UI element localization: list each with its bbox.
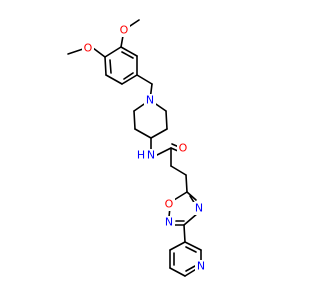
nitrogen-atom-label: N <box>165 216 173 229</box>
bond <box>169 241 186 251</box>
nitrogen-atom-label: N <box>146 94 154 107</box>
bond <box>156 147 172 156</box>
bond <box>109 59 112 74</box>
bond <box>92 47 106 58</box>
atom-label-bg <box>195 260 207 273</box>
atom-label-bg <box>82 42 94 55</box>
bond <box>165 110 168 130</box>
oxygen-atom-label: O <box>179 142 188 155</box>
bond <box>184 241 202 251</box>
bond <box>123 72 134 80</box>
hydrogen-atom-label: H <box>137 149 145 162</box>
bond <box>170 147 179 152</box>
atom-label-bg <box>136 149 146 162</box>
nitrogen-atom-label: N <box>197 260 205 273</box>
nitrogen-atom-label: N <box>195 202 203 215</box>
atom-label-bg <box>163 198 175 211</box>
bond <box>105 74 123 85</box>
bond <box>104 46 122 58</box>
bond <box>185 246 197 253</box>
bond <box>173 191 188 201</box>
bond <box>186 191 197 201</box>
bond <box>183 224 186 243</box>
atom-label-layer: O O N N H O O N N N <box>82 24 207 273</box>
bond <box>67 48 84 55</box>
oxygen-atom-label: O <box>120 24 129 37</box>
nitrogen-atom-label: N <box>147 149 155 162</box>
bond <box>120 46 138 57</box>
atom-label-bg <box>145 149 157 162</box>
oxygen-atom-label: O <box>84 42 93 55</box>
atom-label-bg <box>193 202 205 215</box>
bond <box>185 174 188 193</box>
atom-label-bg <box>163 216 175 229</box>
bond <box>136 74 153 85</box>
molecule-structure-diagram: O O N N H O O N N N <box>67 19 207 277</box>
bond <box>170 165 187 176</box>
bond <box>185 265 196 272</box>
bond <box>121 51 134 59</box>
bond-layer <box>67 19 202 277</box>
atom-label-bg <box>144 94 156 107</box>
bond <box>104 56 107 76</box>
bond <box>121 74 138 85</box>
oxygen-atom-label: O <box>165 198 174 211</box>
bond <box>169 267 186 277</box>
bond <box>133 110 136 130</box>
bond <box>134 128 152 139</box>
atom-label-bg <box>177 142 189 155</box>
atom-label-bg <box>118 24 130 37</box>
bond <box>150 128 168 139</box>
